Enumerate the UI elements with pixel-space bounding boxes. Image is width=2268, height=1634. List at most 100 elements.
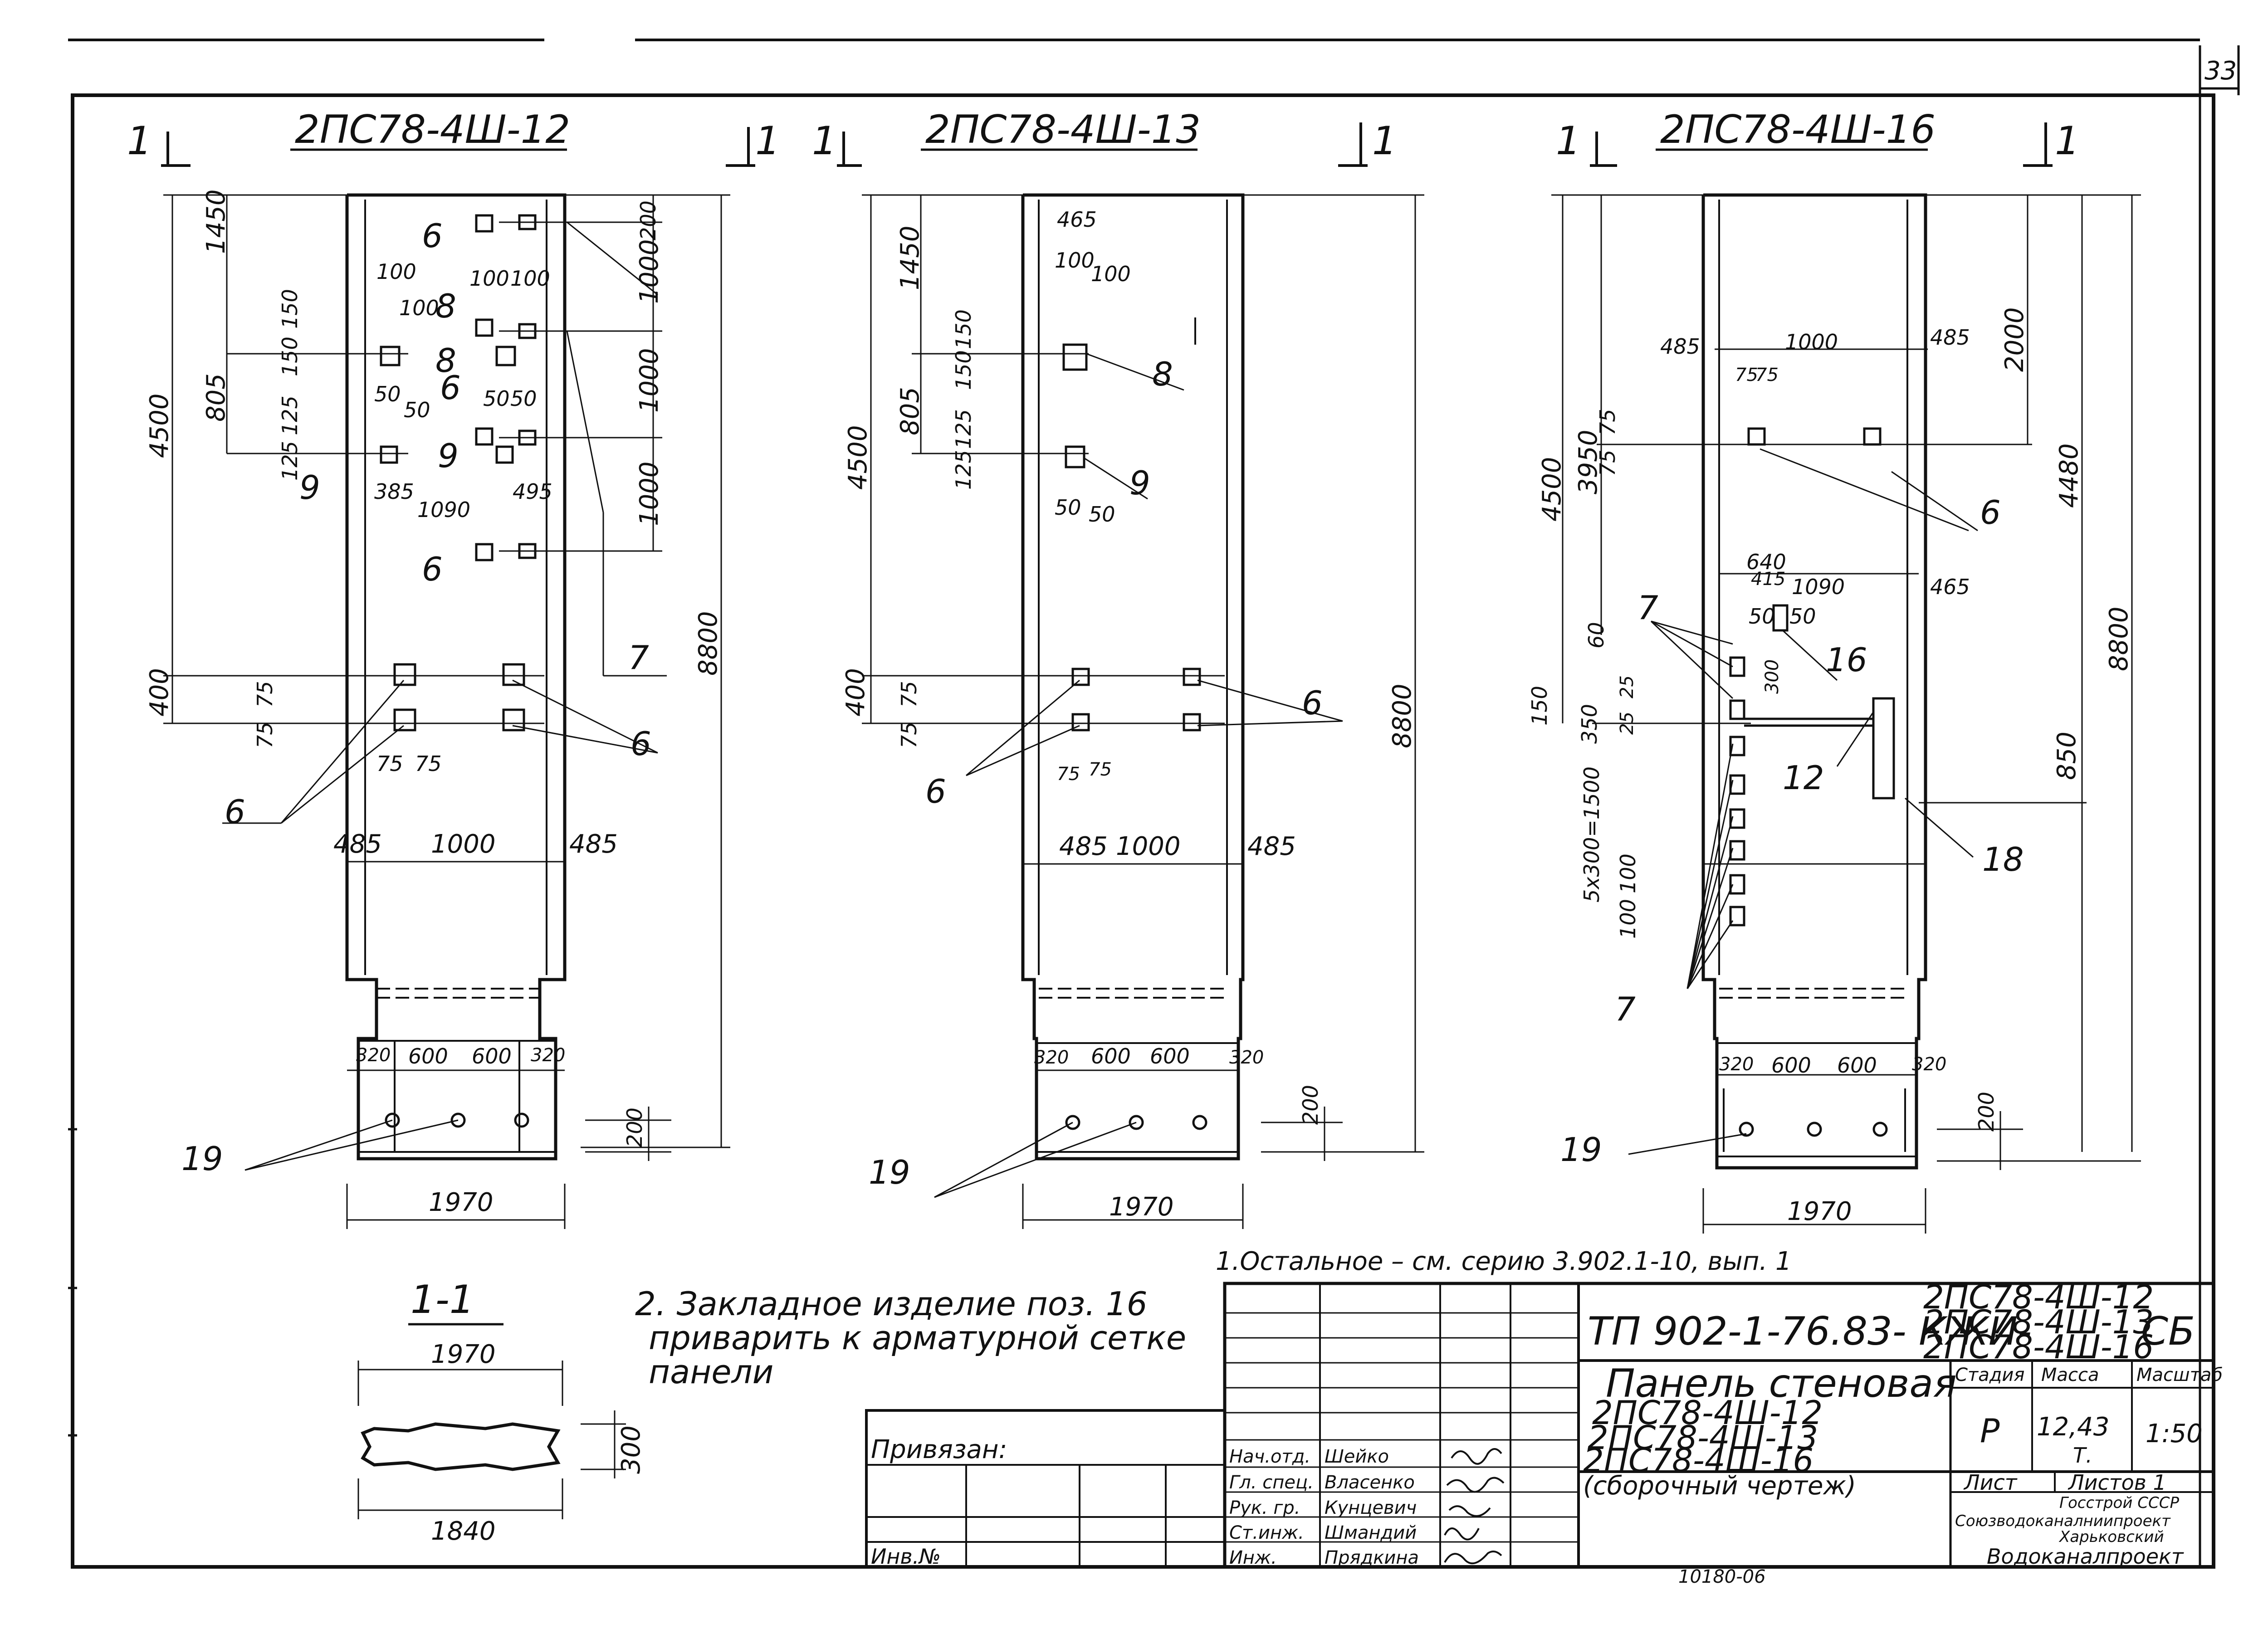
value-scale: 1:50: [2146, 1419, 2203, 1449]
pos-12: 12: [1783, 759, 1824, 797]
pos-18: 18: [1982, 840, 2024, 878]
dim-600: 600: [1771, 1053, 1811, 1078]
dim-4480: 4480: [2054, 443, 2084, 508]
dim-485: 485: [569, 829, 618, 859]
title-line-5: (сборочный чертеж): [1583, 1471, 1856, 1501]
dim-400: 400: [145, 668, 174, 717]
pos-8: 8: [435, 287, 456, 325]
dim-50: 50: [1089, 502, 1115, 527]
handwritten-signatures: [1444, 1448, 1505, 1565]
embedded-items: [380, 214, 537, 1128]
header-scale: Масштаб: [2136, 1365, 2223, 1385]
dim-300: 300: [616, 1425, 646, 1474]
dim-125: 125: [278, 441, 302, 481]
title-line-3: 2ПС78-4Ш-13: [1588, 1419, 1818, 1457]
code-suffix: СБ: [2141, 1309, 2195, 1354]
dim-1970: 1970: [1109, 1192, 1174, 1222]
section-mark-right: 1: [2023, 118, 2080, 167]
dim-150: 150: [951, 309, 976, 349]
dim-100: 100: [469, 266, 509, 291]
section-mark-right: 1: [726, 118, 780, 167]
dim-50: 50: [483, 386, 510, 411]
pos-6: 6: [1302, 684, 1323, 722]
panel-outline: [345, 193, 567, 1161]
dim-805: 805: [201, 373, 231, 422]
pos-7: 7: [628, 639, 649, 677]
pos-16: 16: [1826, 641, 1867, 679]
dim-75: 75: [253, 681, 277, 707]
pos-6: 6: [1980, 493, 2001, 532]
dim-150: 150: [278, 337, 302, 376]
pos-9: 9: [438, 437, 459, 475]
pos-6: 6: [631, 725, 651, 763]
dim-50: 50: [1749, 604, 1775, 629]
dim-75: 75: [376, 751, 403, 776]
dim-75: 75: [415, 751, 442, 776]
section-label: 1: [1556, 118, 1581, 164]
dim-320: 320: [1912, 1054, 1946, 1075]
dim-465: 465: [1057, 207, 1097, 232]
dim-75: 75: [1755, 365, 1779, 385]
dim-100: 100: [1091, 262, 1131, 286]
title-line-1: Панель стеновая: [1606, 1361, 1957, 1406]
dim-75: 75: [897, 681, 921, 707]
section-profile: [361, 1422, 561, 1471]
section-label: 1: [812, 118, 837, 164]
view-title: 2ПС78-4Ш-16: [1660, 107, 1936, 152]
code-mark-16: 2ПС78-4Ш-16: [1923, 1328, 2154, 1366]
view-title: 2ПС78-4Ш-12: [295, 107, 570, 152]
dim-200: 200: [1298, 1085, 1323, 1125]
dim-200: 200: [636, 200, 660, 240]
dim-485: 485: [1247, 832, 1296, 861]
left-margin-ticks: [68, 1128, 77, 1437]
dim-350: 350: [1577, 704, 1602, 744]
panel-outline: [1021, 193, 1245, 1161]
dim-600: 600: [408, 1044, 448, 1068]
dim-8800: 8800: [694, 611, 723, 676]
dim-415: 415: [1751, 569, 1785, 590]
view-panel-12: 2ПС78-4Ш-12 1 1: [127, 107, 780, 1229]
dimension-lines: [163, 194, 730, 1229]
pos-6: 6: [422, 550, 443, 588]
dim-640: 640: [1746, 550, 1786, 574]
dim-1090: 1090: [1792, 575, 1845, 599]
role-label: Ст.инж.: [1229, 1522, 1304, 1543]
dim-495: 495: [513, 479, 552, 504]
role-label: Инж.: [1229, 1547, 1277, 1568]
note-2-line2: приварить к арматурной сетке: [649, 1319, 1186, 1357]
dim-50: 50: [404, 398, 430, 422]
view-title: 2ПС78-4Ш-13: [925, 107, 1201, 152]
value-mass-unit: Т.: [2073, 1443, 2092, 1468]
dim-320: 320: [356, 1045, 391, 1066]
privyazan-label: Привязан:: [871, 1435, 1007, 1464]
dim-150: 150: [1527, 686, 1552, 726]
pos-6: 6: [225, 793, 245, 831]
dimension-lines: [1551, 194, 2141, 1234]
dim-75: 75: [1595, 409, 1620, 435]
dim-75: 75: [253, 722, 277, 748]
dim-75: 75: [1735, 365, 1758, 385]
dim-1000: 1000: [431, 829, 496, 859]
dim-465: 465: [1930, 575, 1970, 599]
section-mark-right: 1: [1338, 118, 1397, 167]
section-label: 1: [127, 118, 152, 164]
role-name: Шмандий: [1325, 1522, 1417, 1543]
dimension-lines: [862, 194, 1424, 1229]
section-label: 1: [2055, 118, 2080, 164]
dim-320: 320: [1034, 1047, 1069, 1068]
dim-125: 125: [951, 450, 976, 490]
dim-805: 805: [895, 387, 925, 435]
dim-1000: 1000: [635, 239, 664, 304]
notes: 1.Остальное – см. серию 3.902.1-10, вып.…: [635, 1247, 1792, 1391]
view-panel-16: 2ПС78-4Ш-16 1 1: [1527, 107, 2141, 1234]
dim-4500: 4500: [1537, 457, 1567, 522]
header-mass: Масса: [2041, 1365, 2099, 1385]
dim-485: 485: [1059, 832, 1108, 861]
sheet-label: Лист: [1963, 1470, 2018, 1495]
header-stage: Стадия: [1955, 1365, 2024, 1385]
dim-100: 100: [1616, 899, 1640, 939]
dim-485: 485: [1930, 325, 1970, 350]
value-mass: 12,43: [2037, 1412, 2109, 1442]
dim-2000: 2000: [2000, 307, 2029, 372]
dim-8800: 8800: [2104, 606, 2134, 671]
